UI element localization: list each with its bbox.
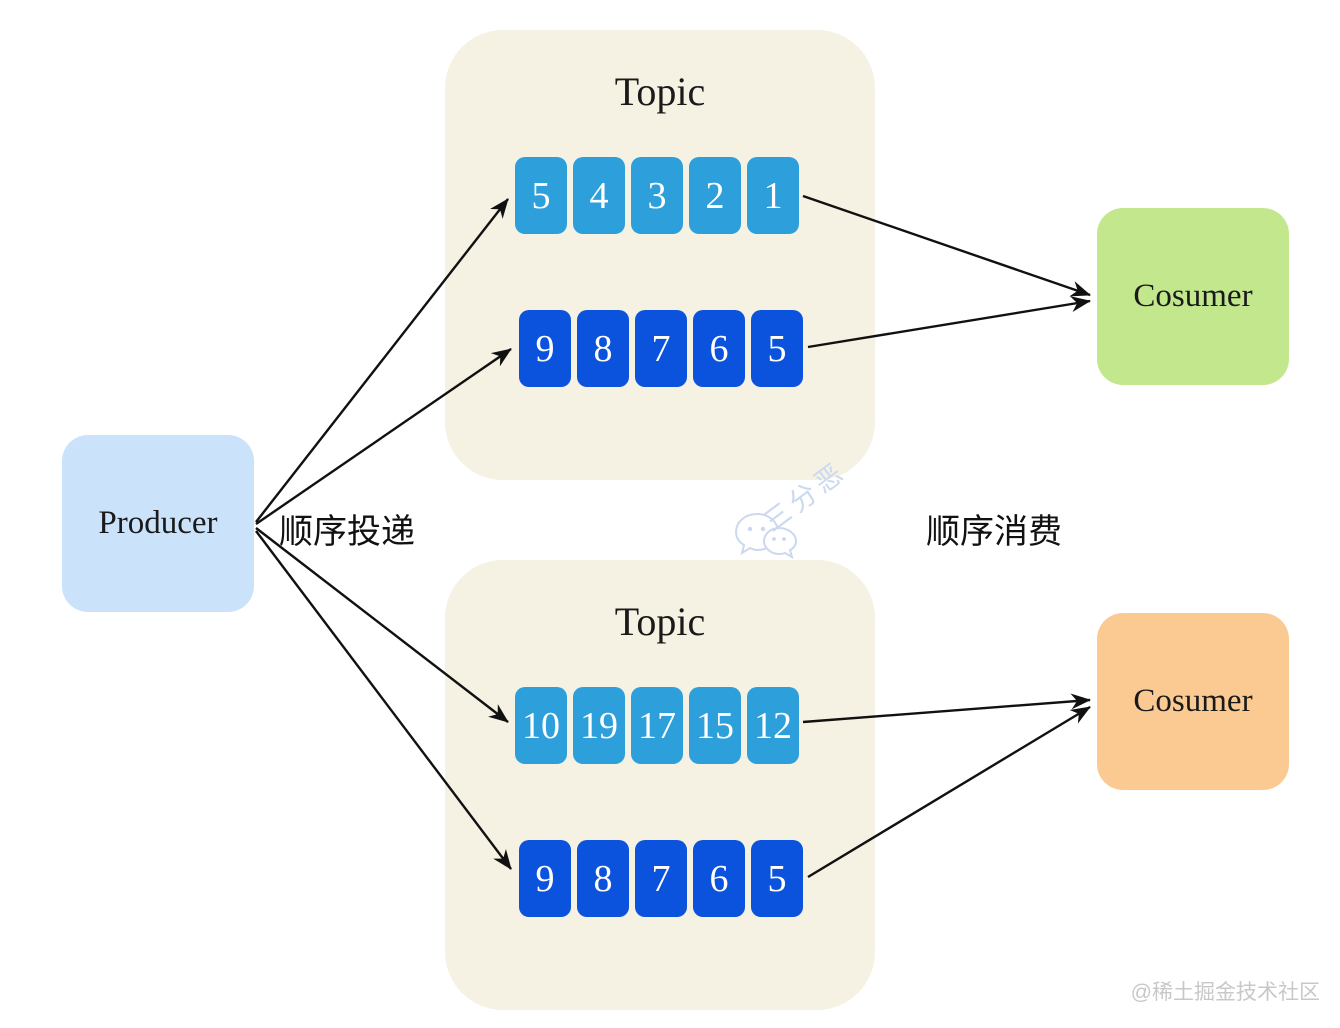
queue-cell: 5 [751, 310, 803, 387]
queue-cell: 6 [693, 840, 745, 917]
queue-cell: 3 [631, 157, 683, 234]
ordered-consumption-label: 顺序消费 [926, 514, 1062, 551]
queue-cell: 4 [573, 157, 625, 234]
producer-node: Producer [62, 435, 254, 612]
queue-cell: 5 [751, 840, 803, 917]
queue-cell: 17 [631, 687, 683, 764]
queue-cell: 1 [747, 157, 799, 234]
topic-container-bottom: Topic [445, 560, 875, 1010]
queue-cell: 8 [577, 310, 629, 387]
partition-queue-top-1: 5 4 3 2 1 [515, 157, 799, 234]
consumer-node-top: Cosumer [1097, 208, 1289, 385]
queue-cell: 12 [747, 687, 799, 764]
topic-title: Topic [614, 599, 706, 644]
partition-queue-top-2: 9 8 7 6 5 [519, 310, 803, 387]
community-credit: @稀土掘金技术社区 [1130, 981, 1320, 1004]
queue-cell: 10 [515, 687, 567, 764]
consumer-label: Cosumer [1133, 683, 1253, 719]
queue-cell: 9 [519, 840, 571, 917]
consumer-label: Cosumer [1133, 278, 1253, 314]
queue-cell: 6 [693, 310, 745, 387]
consumer-node-bottom: Cosumer [1097, 613, 1289, 790]
topic-container-top: Topic [445, 30, 875, 480]
queue-cell: 7 [635, 310, 687, 387]
queue-cell: 15 [689, 687, 741, 764]
queue-cell: 5 [515, 157, 567, 234]
queue-cell: 9 [519, 310, 571, 387]
queue-cell: 19 [573, 687, 625, 764]
producer-label: Producer [98, 505, 218, 541]
ordered-delivery-label: 顺序投递 [279, 514, 415, 551]
partition-queue-bottom-1: 10 19 17 15 12 [515, 687, 799, 764]
queue-cell: 2 [689, 157, 741, 234]
queue-cell: 8 [577, 840, 629, 917]
topic-title: Topic [614, 69, 706, 114]
wechat-icon [734, 512, 798, 560]
partition-queue-bottom-2: 9 8 7 6 5 [519, 840, 803, 917]
queue-cell: 7 [635, 840, 687, 917]
